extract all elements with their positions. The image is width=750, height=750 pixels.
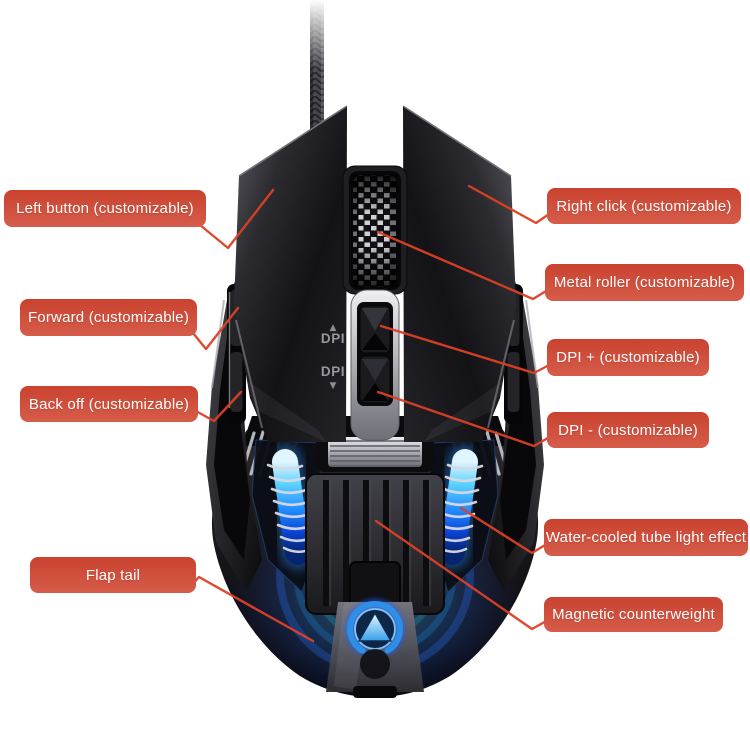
- dpi-up-label: DPI: [321, 331, 345, 346]
- callout-text: Back off (customizable): [28, 395, 190, 413]
- dpi-down-button: [359, 355, 391, 404]
- callout-text: Left button (customizable): [16, 200, 194, 217]
- dpi-up-arrow-icon: ▲: [330, 323, 337, 333]
- leader-line-right-click: [467, 184, 554, 225]
- leader-line-dpi-plus: [379, 324, 555, 375]
- callout-text: DPI - (customizable): [558, 421, 698, 439]
- leader-line-forward: [191, 306, 240, 351]
- callout-text: Forward (customizable): [27, 309, 190, 326]
- right-side-wing: [488, 258, 544, 592]
- callout-text: Right click (customizable): [556, 197, 732, 215]
- callout-text: Water-cooled tube light effect: [545, 529, 747, 546]
- callout-text: Magnetic counterweight: [552, 606, 715, 623]
- callout-forward: Forward (customizable): [20, 299, 197, 336]
- magnetic-counterweight-cover: [305, 473, 445, 615]
- callout-back-off: Back off (customizable): [20, 386, 198, 422]
- dpi-up-button: [359, 305, 391, 354]
- brand-logo-icon: [341, 595, 409, 698]
- dpi-down-label: DPI: [321, 364, 345, 379]
- callout-metal-roller: Metal roller (customizable): [545, 264, 744, 301]
- callout-magnetic: Magnetic counterweight: [544, 597, 723, 632]
- callout-left-button: Left button (customizable): [4, 190, 206, 227]
- leader-line-back-off: [192, 390, 243, 423]
- callout-text: DPI + (customizable): [556, 349, 700, 366]
- dpi-down-arrow-icon: ▼: [330, 381, 337, 391]
- leader-line-dpi-minus: [376, 390, 555, 448]
- callout-text: Metal roller (customizable): [553, 274, 736, 291]
- callout-flap-tail: Flap tail: [30, 557, 196, 593]
- dpi-markings: ▲ DPI DPI ▼: [321, 323, 345, 391]
- callout-water-cooled: Water-cooled tube light effect: [544, 519, 748, 556]
- callout-right-click: Right click (customizable): [547, 188, 741, 224]
- left-side-wing: [206, 258, 262, 592]
- scroll-wheel: [342, 165, 408, 295]
- callout-dpi-minus: DPI - (customizable): [547, 412, 709, 448]
- callout-dpi-plus: DPI + (customizable): [547, 339, 709, 376]
- callout-text: Flap tail: [85, 566, 141, 584]
- mouse-left-button: [234, 105, 348, 442]
- leader-line-left-button: [198, 188, 275, 250]
- mouse-cable: [310, 0, 324, 132]
